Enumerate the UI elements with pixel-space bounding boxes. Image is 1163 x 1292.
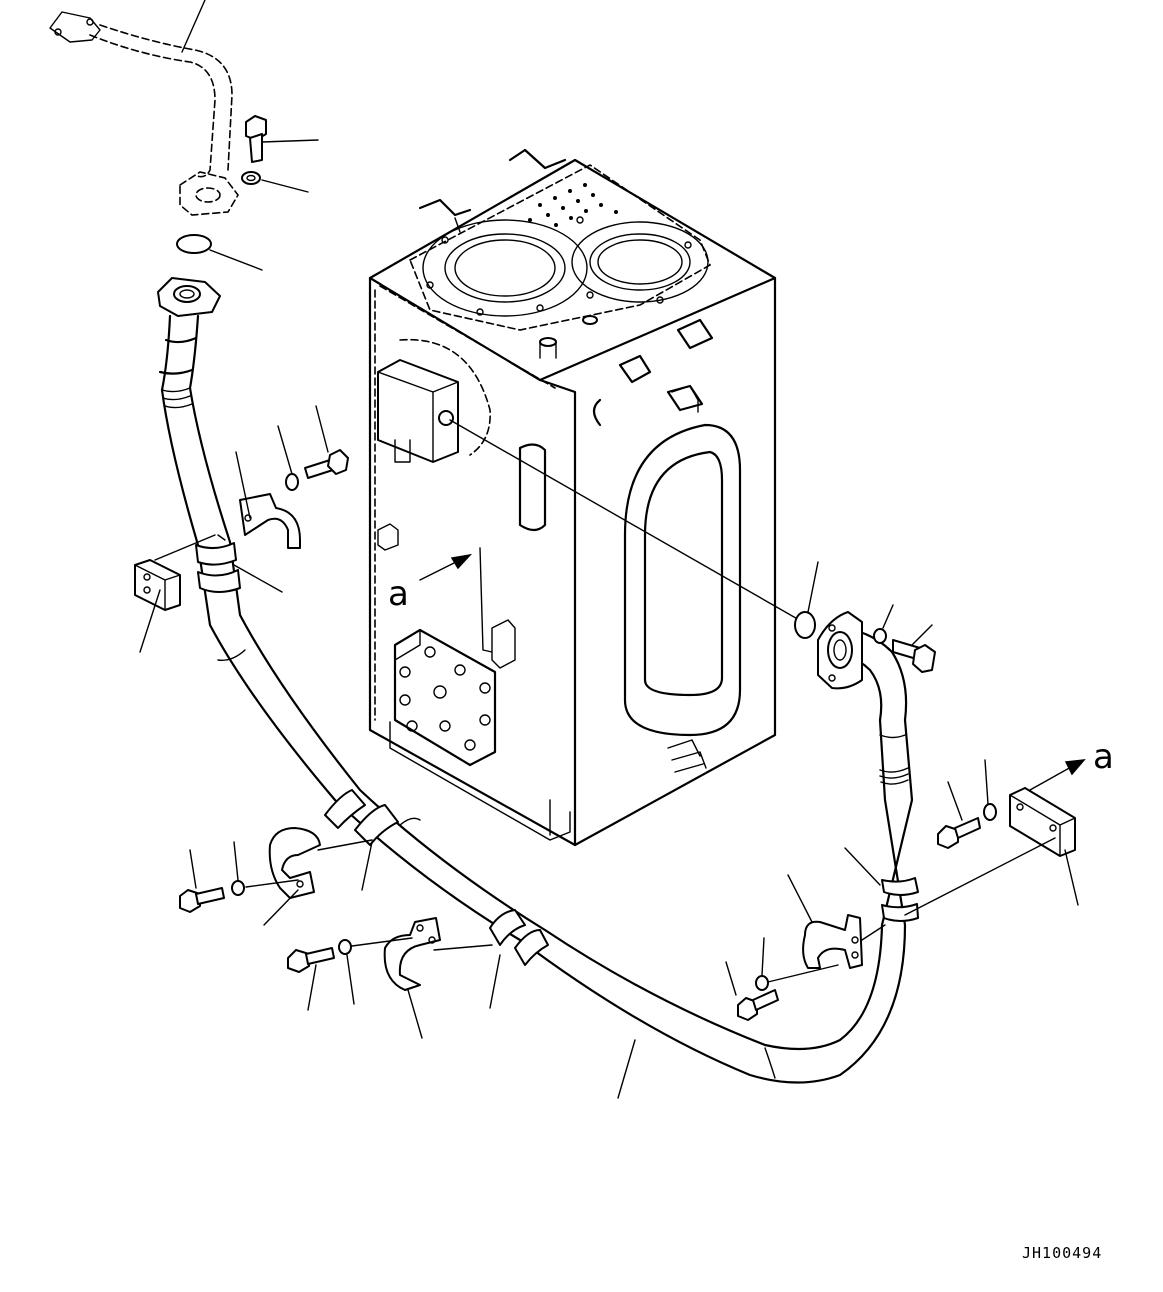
drawing-code: JH100494 <box>1022 1244 1102 1262</box>
hydraulic-hose <box>157 277 919 1099</box>
upper-pipe <box>49 0 239 216</box>
right-plate-bolt <box>937 781 981 849</box>
upper-left-clamp <box>235 451 301 549</box>
breather-cover <box>528 183 618 227</box>
lower-left-washer-1 <box>231 841 299 896</box>
lower-right-bolt <box>725 961 779 1021</box>
lower-left-bolt-2 <box>287 947 335 1011</box>
right-flange-bolt <box>892 624 936 673</box>
collar-leader-line-2 <box>489 954 501 1009</box>
right-flange-washer <box>873 604 894 644</box>
lower-right-clamp <box>787 874 886 969</box>
lower-right-washer <box>755 937 839 991</box>
upper-o-ring <box>176 234 263 271</box>
lower-left-washer-2 <box>338 937 413 1005</box>
left-plate <box>134 534 226 653</box>
right-plate-washer <box>983 759 997 821</box>
upper-left-bolt <box>304 405 349 479</box>
right-plate <box>904 787 1079 916</box>
upper-left-washer <box>277 425 299 491</box>
lower-left-clamp-1 <box>263 827 373 926</box>
o-ring-reference-line <box>449 419 809 626</box>
lower-left-clamp-2 <box>383 917 493 1039</box>
upper-bolt <box>245 115 319 163</box>
view-arrow-right: a <box>1029 737 1114 791</box>
upper-washer <box>241 171 309 193</box>
right-o-ring <box>794 561 819 639</box>
view-label-left: a <box>388 574 409 614</box>
view-arrow-left: a <box>388 547 493 653</box>
collar-leader-line <box>233 564 283 593</box>
view-label-right: a <box>1093 737 1114 777</box>
lower-left-bolt-1 <box>179 849 225 913</box>
hydraulic-tank <box>368 148 777 847</box>
collar-leader-line-3 <box>844 847 881 886</box>
